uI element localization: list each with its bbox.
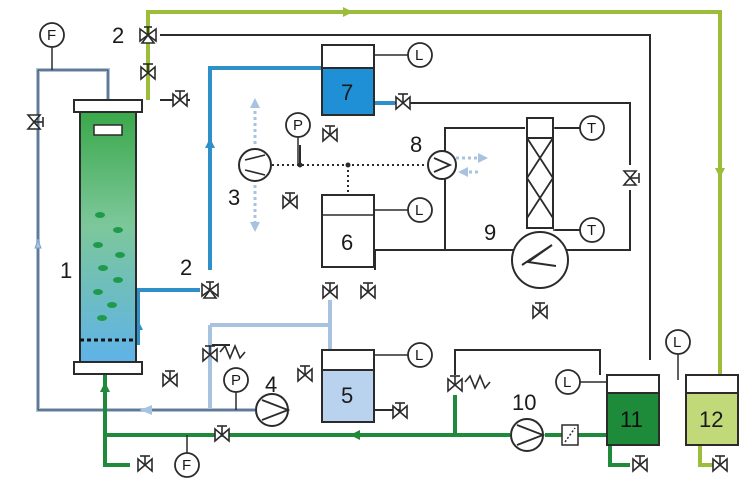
column-1: 1 — [60, 99, 143, 375]
tank-5: 5 — [321, 349, 375, 423]
level-indicator-12: L — [673, 334, 681, 351]
olive-pipes — [146, 10, 722, 467]
unit-6-label: 6 — [341, 230, 353, 255]
unit-1-label: 1 — [60, 258, 72, 283]
pressure-indicator-3: P — [293, 117, 303, 134]
level-indicator-6: L — [415, 202, 423, 219]
level-indicator-11: L — [563, 374, 571, 391]
flow-indicator-bottom: F — [182, 457, 191, 474]
signal-lines — [272, 164, 425, 195]
pressure-indicator-4: P — [231, 372, 241, 389]
unit-11-label: 11 — [620, 407, 643, 432]
instrument-leads — [51, 47, 679, 453]
unit-2-mid-label: 2 — [180, 255, 192, 280]
flow-indicator-top: F — [47, 27, 56, 44]
black-pipes — [160, 34, 651, 411]
tank-6: 6 — [321, 194, 375, 268]
unit-3-label: 3 — [228, 185, 240, 210]
unit-9-reactor: 9 — [484, 117, 569, 289]
unit-12-label: 12 — [699, 407, 723, 432]
unit-3-fan: 3 — [228, 98, 272, 232]
tank-11: 11 — [606, 374, 660, 446]
temperature-indicator-top: T — [587, 120, 596, 137]
temperature-indicator-bottom: T — [587, 222, 596, 239]
unit-4-pump: 4 — [255, 372, 291, 427]
unit-4-label: 4 — [265, 372, 277, 397]
unit-8-heat-exchanger: 8 — [410, 132, 488, 180]
unit-5-label: 5 — [341, 383, 353, 408]
unit-8-label: 8 — [410, 132, 422, 157]
unit-2-top-label: 2 — [112, 23, 124, 48]
unit-10-pump: 10 — [510, 390, 579, 452]
unit-7-label: 7 — [341, 80, 353, 105]
tank-12: 12 — [685, 374, 739, 446]
instrument-text: F L P T L T P L L L F — [47, 27, 681, 474]
tank-7: 7 — [321, 44, 375, 116]
unit-9-label: 9 — [484, 220, 496, 245]
unit-10-label: 10 — [512, 390, 536, 415]
level-indicator-7: L — [415, 47, 423, 64]
level-indicator-5: L — [415, 347, 423, 364]
